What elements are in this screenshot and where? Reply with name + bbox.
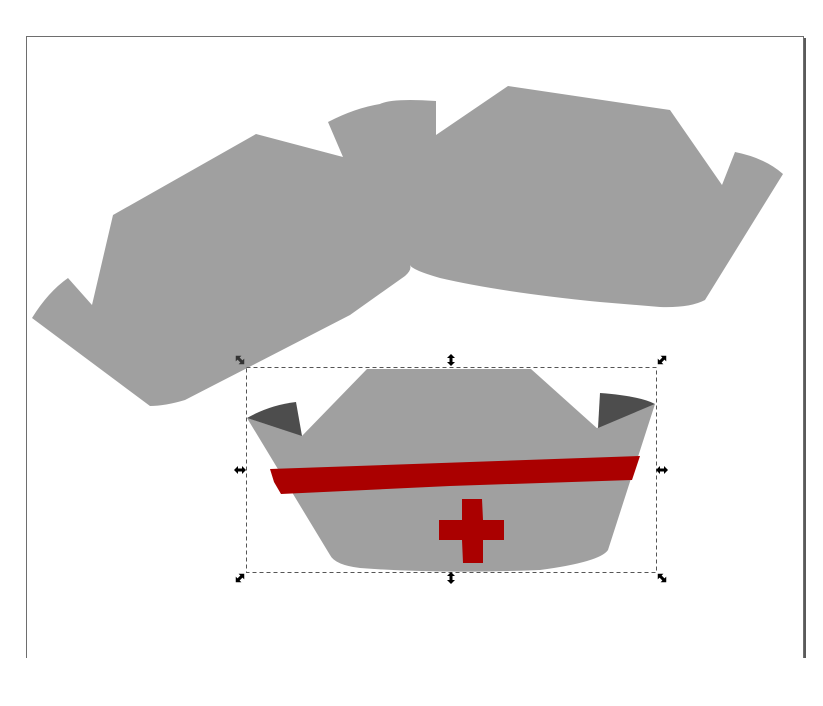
cap-body bbox=[247, 404, 655, 572]
unfolded-hat-shape[interactable] bbox=[32, 86, 783, 406]
scale-handle-top[interactable] bbox=[447, 354, 455, 366]
page-shadow bbox=[803, 38, 806, 658]
left-flap bbox=[247, 402, 302, 436]
red-cross bbox=[439, 499, 504, 563]
selection-handles bbox=[233, 353, 669, 585]
nurse-cap[interactable] bbox=[247, 369, 655, 572]
scale-handle-right[interactable] bbox=[656, 466, 668, 474]
rotate-handle-top-left[interactable] bbox=[233, 353, 247, 367]
rotate-handle-bottom-right[interactable] bbox=[655, 571, 669, 585]
rotate-handle-top-right[interactable] bbox=[655, 353, 669, 367]
scale-handle-left[interactable] bbox=[234, 466, 246, 474]
cap-top bbox=[300, 369, 599, 438]
scale-handle-bottom[interactable] bbox=[447, 572, 455, 584]
page bbox=[26, 36, 806, 658]
page-border bbox=[26, 36, 804, 658]
red-band bbox=[270, 456, 640, 494]
rotate-handle-bottom-left[interactable] bbox=[233, 571, 247, 585]
right-flap bbox=[598, 393, 655, 428]
